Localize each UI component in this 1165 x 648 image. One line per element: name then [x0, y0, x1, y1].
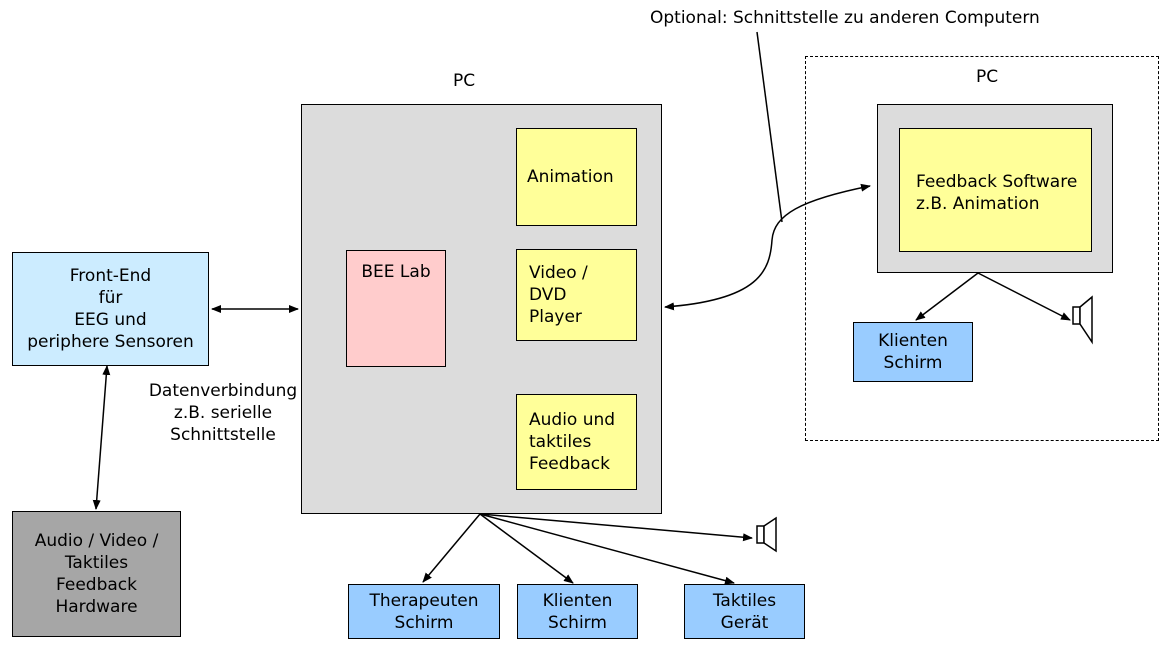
feedback-software-label: Feedback Software z.B. Animation [916, 172, 1078, 214]
data-connection-caption: Datenverbindung z.B. serielle Schnittste… [148, 381, 298, 445]
pc-tactile-arrow [479, 513, 735, 585]
frontend-hardware-connector [92, 365, 111, 510]
video-player-box: Video / DVD Player [516, 249, 637, 341]
speaker-icon [1072, 295, 1093, 345]
front-end-box: Front-End für EEG und periphere Sensoren [12, 252, 209, 366]
tactile-device-label: Taktiles Gerät [712, 590, 777, 633]
pc-remote-connector [664, 183, 871, 311]
note-callout-line [756, 31, 783, 223]
remote-pc-region [805, 56, 1159, 441]
video-player-label: Video / DVD Player [529, 263, 588, 327]
front-end-label: Front-End für EEG und periphere Sensoren [27, 266, 194, 352]
bee-lab-label: BEE Lab [361, 262, 431, 282]
audio-feedback-box: Audio und taktiles Feedback [516, 394, 637, 490]
pc-therapist-arrow [422, 513, 481, 583]
remote-client-screen-box: Klienten Schirm [853, 322, 973, 382]
feedback-hardware-label: Audio / Video / Taktiles Feedback Hardwa… [34, 531, 159, 617]
remote-speaker-arrow [977, 272, 1071, 321]
feedback-hardware-box: Audio / Video / Taktiles Feedback Hardwa… [12, 511, 181, 637]
interface-note: Optional: Schnittstelle zu anderen Compu… [650, 8, 1040, 28]
bee-lab-box: BEE Lab [346, 250, 446, 367]
speaker-icon [756, 516, 777, 553]
pc-main-label: PC [453, 71, 476, 91]
animation-box: Animation [516, 128, 637, 226]
therapist-screen-label: Therapeuten Schirm [369, 590, 479, 633]
feedback-software-box: Feedback Software z.B. Animation [899, 128, 1092, 252]
remote-pc-label: PC [976, 67, 999, 87]
client-screen-box: Klienten Schirm [517, 584, 638, 639]
tactile-device-box: Taktiles Gerät [684, 584, 805, 639]
remote-client-arrow [915, 272, 979, 321]
therapist-screen-box: Therapeuten Schirm [348, 584, 500, 639]
animation-label: Animation [527, 167, 614, 187]
audio-feedback-label: Audio und taktiles Feedback [529, 410, 616, 474]
pc-client-arrow [479, 513, 574, 584]
remote-client-screen-label: Klienten Schirm [878, 331, 948, 373]
client-screen-label: Klienten Schirm [542, 590, 613, 633]
pc-speaker-arrow [479, 513, 753, 542]
